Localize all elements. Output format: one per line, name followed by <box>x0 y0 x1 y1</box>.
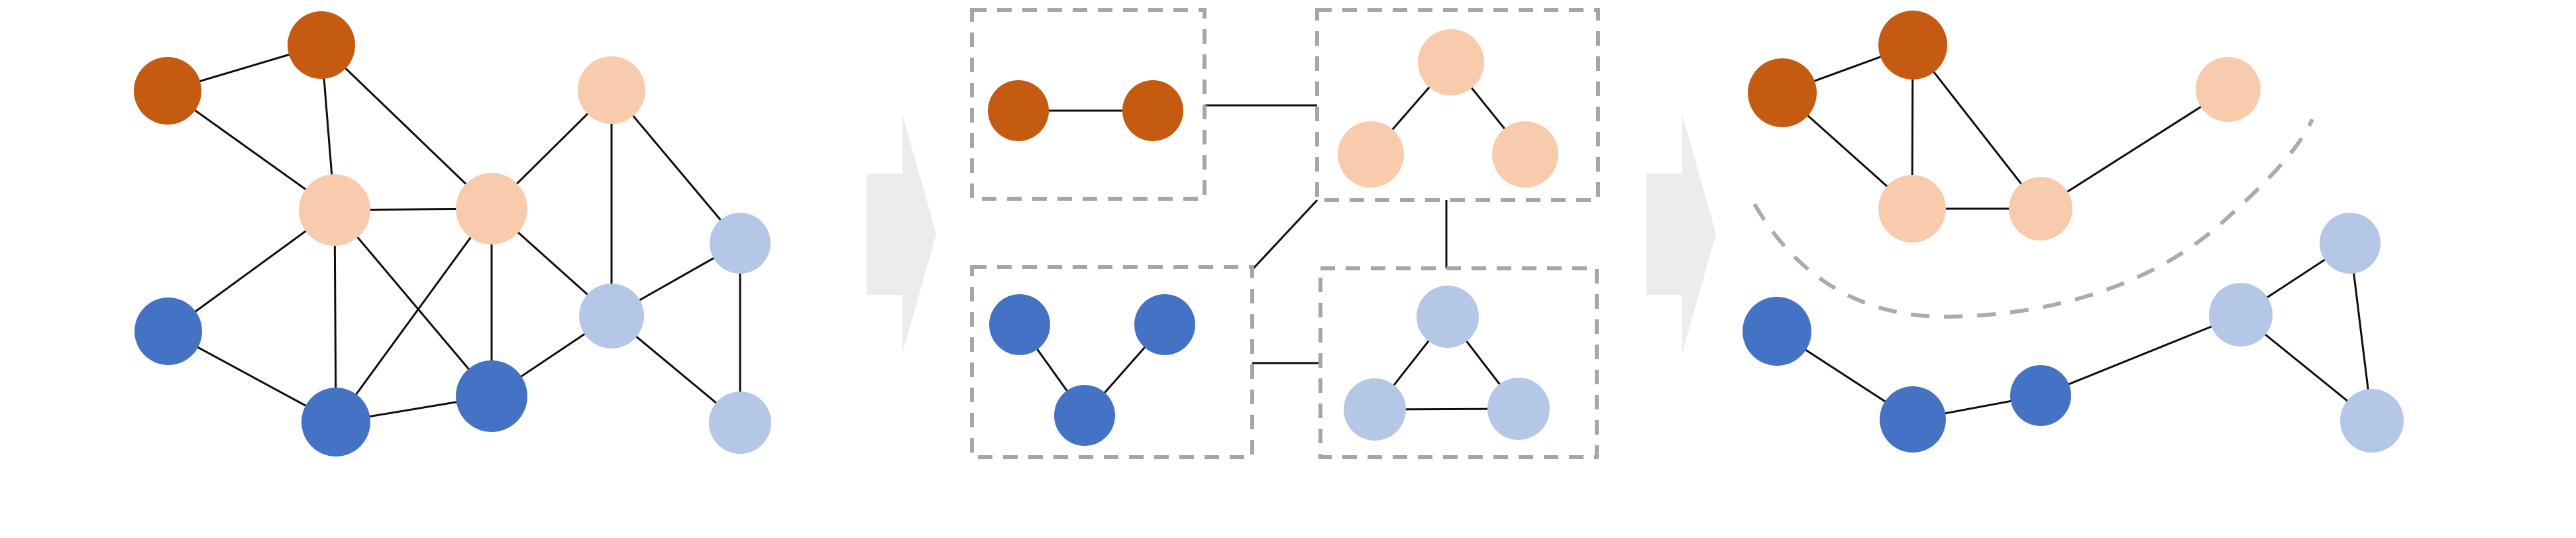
graph-node-cl2 <box>1344 378 1406 441</box>
graph-node-r4 <box>2009 177 2072 241</box>
graph-node-p2 <box>456 173 527 244</box>
graph-node-cb1 <box>989 294 1050 355</box>
graph-edge <box>1911 44 2042 209</box>
graph-node-p3 <box>578 56 645 124</box>
panel-arrow-1 <box>867 115 936 353</box>
cluster-connector <box>1251 199 1318 271</box>
graph-node-l3 <box>709 392 771 454</box>
graph-node-r7 <box>1880 386 1946 453</box>
graph-edge <box>320 44 493 210</box>
cluster-box-dark-orange <box>970 8 1207 201</box>
cluster-box-light-blue <box>1318 266 1599 459</box>
graph-node-cp3 <box>1492 121 1558 188</box>
graph-node-r6 <box>1743 297 1811 366</box>
cluster-box-peach <box>1315 8 1600 202</box>
graph-node-r11 <box>2340 389 2404 453</box>
graph-node-r5 <box>2196 57 2261 122</box>
graph-edge <box>333 209 493 397</box>
graph-node-o1 <box>134 57 201 125</box>
graph-node-co1 <box>988 80 1049 141</box>
panel-arrow-2 <box>1646 115 1716 353</box>
graph-node-cl1 <box>1417 286 1479 348</box>
graph-node-r3 <box>1878 175 1946 242</box>
graph-node-co2 <box>1122 80 1183 141</box>
graph-node-cp2 <box>1338 121 1404 188</box>
original-graph-panel <box>134 11 771 457</box>
graph-edge <box>2040 88 2229 210</box>
cluster-boxes-panel <box>970 8 1600 459</box>
right-arrow-icon <box>867 115 936 353</box>
graph-node-b3 <box>456 360 527 432</box>
graph-node-r9 <box>2209 283 2273 347</box>
graph-node-l1 <box>579 284 644 349</box>
graph-node-l2 <box>710 213 771 274</box>
graph-node-b2 <box>301 388 370 457</box>
graph-edge <box>2040 313 2241 397</box>
graph-node-r1 <box>1748 58 1817 127</box>
graph-edge <box>335 208 493 423</box>
graph-node-r8 <box>2010 365 2071 426</box>
graph-node-cb3 <box>1054 385 1115 446</box>
graph-node-cb2 <box>1134 294 1195 355</box>
graph-node-cp1 <box>1418 29 1484 95</box>
coarsened-graph-panel <box>1743 11 2404 453</box>
cluster-box-blue <box>970 265 1254 459</box>
graph-node-r2 <box>1878 11 1947 80</box>
graph-node-r10 <box>2320 213 2381 274</box>
graph-node-b1 <box>134 297 202 365</box>
graph-node-o2 <box>288 11 355 79</box>
graph-node-cl3 <box>1487 378 1550 440</box>
graph-node-p1 <box>299 174 370 246</box>
right-arrow-icon <box>1646 115 1716 353</box>
